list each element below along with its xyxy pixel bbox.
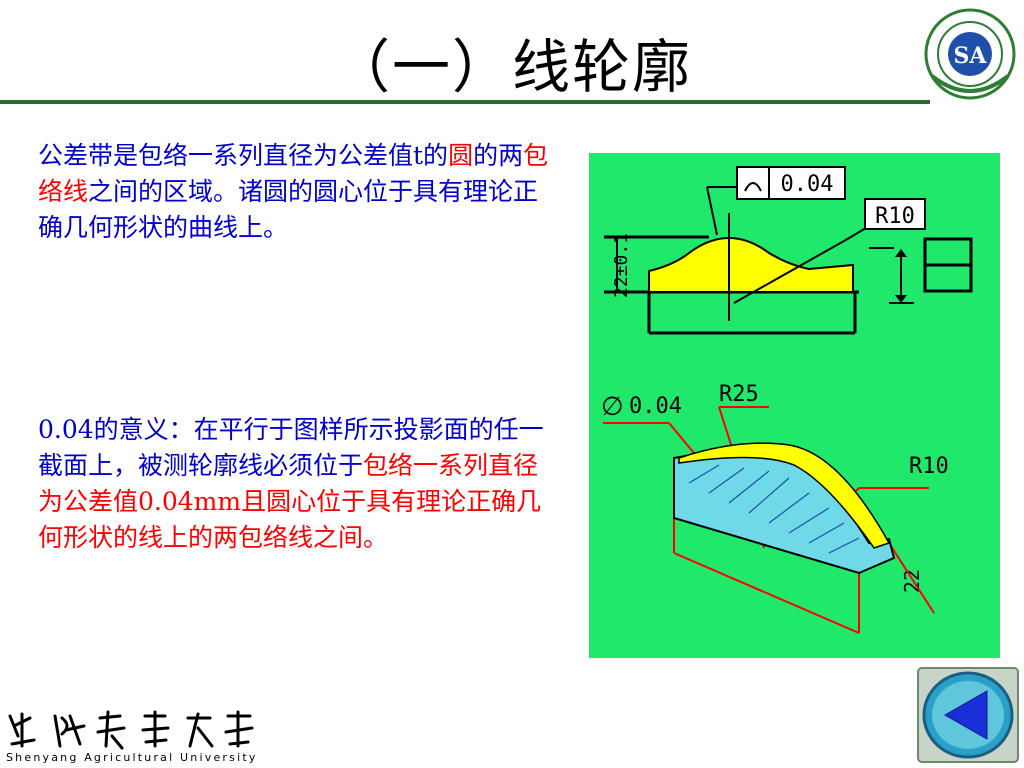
meaning-paragraph: 0.04的意义：在平行于图样所示投影面的任一截面上，被测轮廓线必须位于包络一系列… [38, 412, 558, 556]
top-dimension-label: 22±0.1 [611, 233, 632, 298]
def-text-circle: 圆 [448, 141, 474, 170]
title-divider [0, 100, 930, 104]
definition-paragraph: 公差带是包络一系列直径为公差值t的圆的两包络线之间的区域。诸圆的圆心位于具有理论… [38, 138, 558, 246]
university-name: Shenyang Agricultural University [6, 751, 258, 764]
meaning-text-2: 包络一系列直径为公差值0.04mm且圆心位于具有理论正确几何形状的线上的两包络线… [38, 451, 542, 552]
def-text-3: 之间的区域。诸圆的圆心位于具有理论正确几何形状的曲线上。 [38, 177, 539, 242]
def-text-1: 公差带是包络一系列直径为公差值t的 [38, 141, 449, 170]
previous-slide-button[interactable] [915, 665, 1021, 765]
slide-title: （一）线轮廓 [331, 33, 692, 101]
profile-tolerance-figure: 0.04 R10 22±0.1 ∅ 0.04 R25 R10 22 [589, 153, 1000, 658]
top-part-shape [648, 237, 854, 293]
bottom-r25-label: R25 [719, 382, 759, 407]
bottom-r10-label: R10 [909, 454, 949, 479]
top-radius-label: R10 [875, 204, 915, 229]
flatness-symbol-icon [923, 237, 973, 293]
tolerance-drawing: 0.04 R10 22±0.1 ∅ 0.04 R25 R10 22 [601, 166, 973, 634]
diameter-symbol-icon: ∅ [601, 392, 624, 422]
university-calligraphy-logo [8, 710, 254, 750]
def-text-envelope: 包络线 [38, 141, 549, 206]
university-emblem-icon: SA [924, 8, 1016, 100]
bottom-tolerance-value: 0.04 [629, 394, 682, 419]
bottom-dim-label: 22 [900, 569, 924, 593]
top-tolerance-value: 0.04 [781, 172, 834, 197]
def-text-2: 的两 [473, 141, 524, 170]
left-arrow-icon [943, 690, 988, 740]
svg-text:SA: SA [954, 43, 988, 69]
meaning-text-1: 0.04的意义：在平行于图样所示投影面的任一截面上，被测轮廓线必须位于 [38, 415, 544, 480]
